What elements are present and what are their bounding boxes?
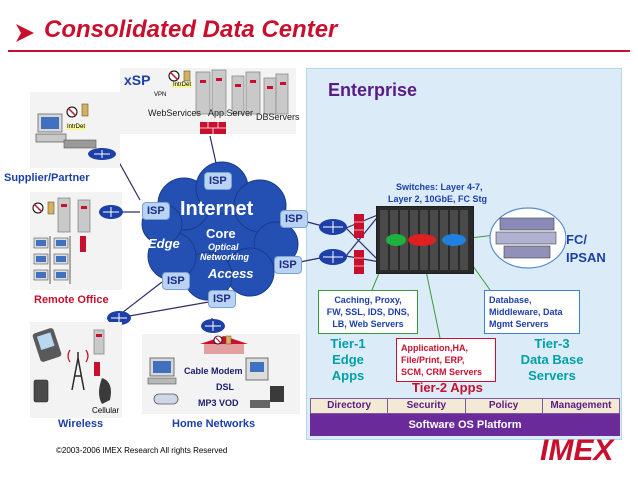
internet-optical-label: Optical	[208, 242, 239, 252]
xsp-webservices-label: WebServices	[148, 108, 201, 118]
management-cell: Management	[550, 400, 612, 411]
internet-networking-label: Networking	[200, 252, 250, 262]
xsp-label: xSP	[124, 72, 151, 88]
caching-line-2: FW, SSL, IDS, DNS,	[326, 307, 410, 317]
title-bullet-icon	[16, 24, 34, 42]
supplier-intrdet-label: IntrDet	[66, 124, 87, 130]
directory-cell: Directory	[311, 399, 389, 413]
isp-label-top: ISP	[204, 172, 232, 190]
switches-line-1: Switches: Layer 4-7,	[396, 182, 483, 192]
application-line-3: SCM, CRM Servers	[401, 367, 483, 377]
remote-office-network-icon	[32, 197, 91, 284]
database-line-1: Database,	[489, 295, 532, 305]
policy-cell: Policy	[466, 399, 543, 413]
home-devices-icon	[147, 357, 284, 408]
database-line-3: Mgmt Servers	[489, 319, 549, 329]
application-box: Application,HA, File/Print, ERP, SCM, CR…	[396, 338, 496, 382]
isp-label-lower-left: ISP	[162, 272, 190, 290]
enterprise-firewall-bottom-icon	[354, 250, 364, 274]
tier3-line-2: Data Base	[520, 352, 584, 367]
tier1-label: Tier-1 Edge Apps	[326, 336, 370, 384]
enterprise-router-bottom-icon	[319, 249, 347, 265]
caching-line-1: Caching, Proxy,	[334, 295, 402, 305]
remote-office-label: Remote Office	[34, 294, 109, 306]
management-row: Directory Security Policy Management	[310, 398, 620, 414]
dsl-label: DSL	[216, 382, 234, 392]
internet-edge-label: Edge	[148, 236, 180, 251]
xsp-server-rack-icon	[168, 69, 289, 115]
page-title: Consolidated Data Center	[44, 16, 338, 43]
switch-chassis-icon	[376, 206, 474, 274]
xsp-dbservers-label: DBServers	[256, 112, 300, 122]
database-line-2: Middleware, Data	[489, 307, 563, 317]
home-router-icon	[201, 319, 225, 333]
title-divider	[8, 50, 630, 52]
xsp-appserver-label: App.Server	[208, 108, 254, 118]
ipsan-label: IPSAN	[566, 250, 606, 265]
tier1-line-1: Tier-1	[330, 336, 366, 351]
wireless-devices-icon	[32, 328, 111, 404]
tier3-line-3: Servers	[528, 368, 576, 383]
cellular-label: Cellular	[92, 406, 120, 415]
tier3-line-1: Tier-3	[534, 336, 570, 351]
storage-array-icon	[489, 207, 566, 269]
internet-core-label: Core	[206, 226, 236, 241]
enterprise-router-top-icon	[319, 219, 347, 235]
isp-label-bottom: ISP	[208, 290, 236, 308]
internet-title: Internet	[180, 198, 254, 220]
internet-access-label: Access	[208, 266, 254, 281]
copyright-notice: ©2003-2006 IMEX Research All rights Rese…	[56, 446, 228, 455]
remote-office-router-icon	[107, 311, 131, 325]
wireless-label: Wireless	[58, 418, 104, 430]
enterprise-label: Enterprise	[328, 80, 418, 100]
mp3-vod-label: MP3 VOD	[198, 398, 239, 408]
xsp-vpn-label: VPN	[154, 92, 167, 98]
isp-label-right-bottom: ISP	[274, 256, 302, 274]
tier3-label: Tier-3 Data Base Servers	[512, 336, 592, 384]
supplier-router-icon	[99, 205, 123, 219]
tier1-line-2: Edge	[332, 352, 364, 367]
switches-line-2: Layer 2, 10GbE, FC Stg	[388, 194, 488, 204]
isp-label-right-top: ISP	[280, 210, 308, 228]
imex-logo: IMEX	[540, 434, 614, 467]
application-line-2: File/Print, ERP,	[401, 355, 465, 365]
supplier-workstation-icon	[35, 103, 116, 160]
tier1-line-3: Apps	[331, 368, 365, 383]
xsp-firewall-icon	[200, 122, 226, 134]
cable-modem-label: Cable Modem	[184, 366, 243, 376]
software-os-platform-bar: Software OS Platform	[310, 414, 620, 436]
database-box: Database, Middleware, Data Mgmt Servers	[484, 290, 580, 334]
supplier-partner-label: Supplier/Partner	[4, 172, 90, 184]
enterprise-firewall-top-icon	[354, 214, 364, 238]
isp-label-left: ISP	[142, 202, 170, 220]
home-house-icon	[200, 335, 248, 354]
home-networks-label: Home Networks	[172, 418, 256, 430]
caching-box: Caching, Proxy, FW, SSL, IDS, DNS, LB, W…	[318, 290, 418, 334]
security-cell: Security	[388, 399, 466, 413]
fc-label: FC/	[566, 232, 587, 247]
tier2-label: Tier-2 Apps	[412, 380, 483, 395]
xsp-intrdet-label: IntrDet	[172, 82, 193, 88]
application-line-1: Application,HA,	[401, 343, 468, 353]
caching-line-3: LB, Web Servers	[332, 319, 404, 329]
